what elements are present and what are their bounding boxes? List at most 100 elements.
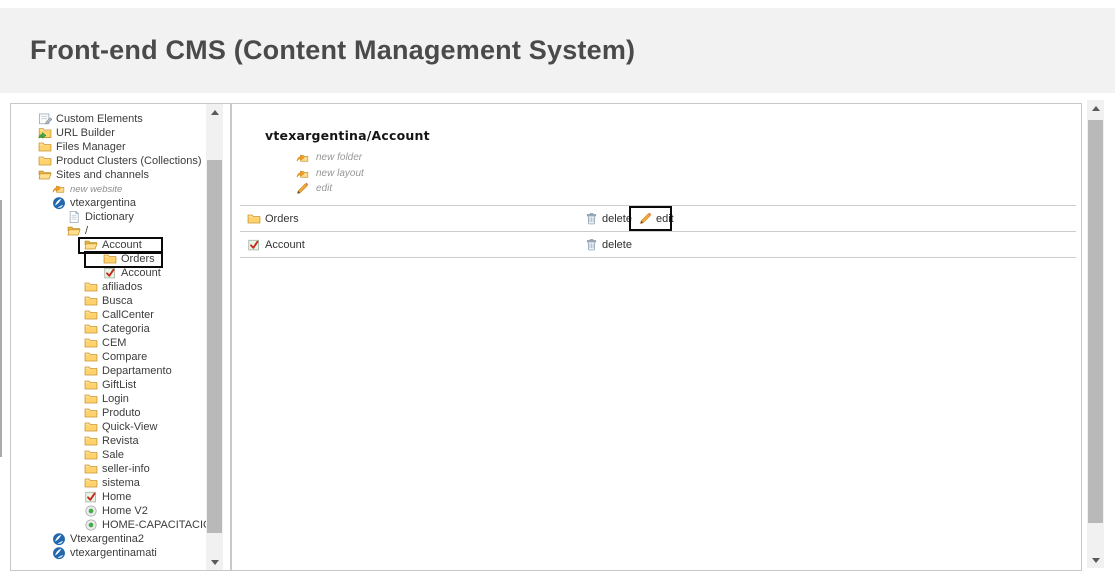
tree-item-label: Account <box>121 267 161 279</box>
main-scroll-down-button[interactable] <box>1087 552 1104 568</box>
globe-icon <box>52 196 66 210</box>
tree-item-account[interactable]: Account <box>11 238 206 252</box>
tree-item-departamento[interactable]: Departamento <box>11 364 206 378</box>
tree-scroll-down-button[interactable] <box>206 554 223 570</box>
row-separator <box>240 231 1076 232</box>
layout-dot-icon <box>84 518 98 532</box>
row-separator <box>240 257 1076 258</box>
tree-item-login[interactable]: Login <box>11 392 206 406</box>
tree-item-label: CEM <box>102 337 127 349</box>
tree-item-categoria[interactable]: Categoria <box>11 322 206 336</box>
tree-item-home[interactable]: Home <box>11 490 206 504</box>
triangle-up-icon <box>1091 105 1100 111</box>
tree-item-label: HOME-CAPACITACION <box>102 519 206 531</box>
main-scroll-up-button[interactable] <box>1087 100 1104 116</box>
folder-icon <box>103 252 117 266</box>
tree-item-url-builder[interactable]: URL Builder <box>11 126 206 140</box>
tree-item-sale[interactable]: Sale <box>11 448 206 462</box>
pencil-icon <box>296 182 309 195</box>
tree-item-label: Product Clusters (Collections) <box>56 155 202 167</box>
folder-icon <box>84 434 98 448</box>
tree-item-label: Busca <box>102 295 133 307</box>
tree-scrollbar-thumb[interactable] <box>207 160 222 533</box>
folder-icon <box>38 140 52 154</box>
action-label: new layout <box>316 167 364 179</box>
tree-item-label: sistema <box>102 477 140 489</box>
tree-item-vtexargentina2[interactable]: Vtexargentina2 <box>11 532 206 546</box>
tree-item-sites-and-channels[interactable]: Sites and channels <box>11 168 206 182</box>
folder-open-icon <box>67 224 81 238</box>
tree-item-dictionary[interactable]: Dictionary <box>11 210 206 224</box>
tree-item-label: Custom Elements <box>56 113 143 125</box>
globe-icon <box>52 546 66 560</box>
row-separator <box>240 205 1076 206</box>
folder-icon <box>84 406 98 420</box>
tree-item-root[interactable]: / <box>11 224 206 238</box>
tree-item-home-v2[interactable]: Home V2 <box>11 504 206 518</box>
tree-item-label: Dictionary <box>85 211 134 223</box>
folder-icon <box>84 364 98 378</box>
tree-item-account[interactable]: Account <box>11 266 206 280</box>
tree-item-label: GiftList <box>102 379 137 391</box>
new-action-icon <box>296 167 309 180</box>
folder-icon <box>84 280 98 294</box>
tree-item-afiliados[interactable]: afiliados <box>11 280 206 294</box>
tree-item-home-capacitacion[interactable]: HOME-CAPACITACION <box>11 518 206 532</box>
tree-item-label: afiliados <box>102 281 143 293</box>
tree-item-label: Login <box>102 393 129 405</box>
tree-item-produto[interactable]: Produto <box>11 406 206 420</box>
tree-item-vtexargentina[interactable]: vtexargentina <box>11 196 206 210</box>
folder-icon <box>84 462 98 476</box>
tree-item-new-website[interactable]: new website <box>11 182 206 196</box>
tree-item-label: CallCenter <box>102 309 154 321</box>
row-action-label: delete <box>602 238 632 251</box>
tree-item-product-clusters-collections[interactable]: Product Clusters (Collections) <box>11 154 206 168</box>
custom-elements-icon <box>38 112 52 126</box>
tree-item-label: Files Manager <box>56 141 126 153</box>
tree-item-callcenter[interactable]: CallCenter <box>11 308 206 322</box>
tree-item-orders[interactable]: Orders <box>11 252 206 266</box>
page-title: Front-end CMS (Content Management System… <box>30 35 636 65</box>
tree-scroll-up-button[interactable] <box>206 104 223 120</box>
tree-item-busca[interactable]: Busca <box>11 294 206 308</box>
triangle-down-icon <box>1091 557 1100 563</box>
triangle-up-icon <box>210 109 219 115</box>
tree-item-quick-view[interactable]: Quick-View <box>11 420 206 434</box>
tree-item-cem[interactable]: CEM <box>11 336 206 350</box>
orders-delete-button[interactable]: delete <box>585 212 632 225</box>
new-folder-action[interactable]: new folder <box>296 150 364 166</box>
folder-icon <box>84 308 98 322</box>
edit-action[interactable]: edit <box>296 181 364 197</box>
tree-item-label: Home <box>102 491 132 503</box>
tree-item-vtexargentinamati[interactable]: vtexargentinamati <box>11 546 206 560</box>
main-scrollbar[interactable] <box>1087 100 1104 568</box>
tree-item-files-manager[interactable]: Files Manager <box>11 140 206 154</box>
tree-scrollbar[interactable] <box>206 104 223 570</box>
new-action-icon <box>296 151 309 164</box>
url-builder-icon <box>38 126 52 140</box>
folder-icon <box>84 392 98 406</box>
new-layout-action[interactable]: new layout <box>296 166 364 182</box>
tree-item-seller-info[interactable]: seller-info <box>11 462 206 476</box>
folder-icon <box>84 294 98 308</box>
tree-item-compare[interactable]: Compare <box>11 350 206 364</box>
folder-icon <box>84 322 98 336</box>
tree-item-giftlist[interactable]: GiftList <box>11 378 206 392</box>
folder-icon <box>84 448 98 462</box>
account-delete-button[interactable]: delete <box>585 238 632 251</box>
tree-item-label: Sites and channels <box>56 169 149 181</box>
tree-item-custom-elements[interactable]: Custom Elements <box>11 112 206 126</box>
main-scrollbar-thumb[interactable] <box>1088 120 1103 523</box>
tree-item-sistema[interactable]: sistema <box>11 476 206 490</box>
folder-open-icon <box>38 168 52 182</box>
tree-item-label: Departamento <box>102 365 172 377</box>
row-actions: delete <box>585 232 639 257</box>
tree-item-label: vtexargentina <box>70 197 137 209</box>
row-action-label: delete <box>602 212 632 225</box>
tree-item-revista[interactable]: Revista <box>11 434 206 448</box>
folder-icon <box>84 476 98 490</box>
tree-item-label: new website <box>70 183 123 195</box>
orders-edit-button[interactable]: edit <box>639 212 674 225</box>
left-edge-scrollbar[interactable] <box>0 200 2 457</box>
